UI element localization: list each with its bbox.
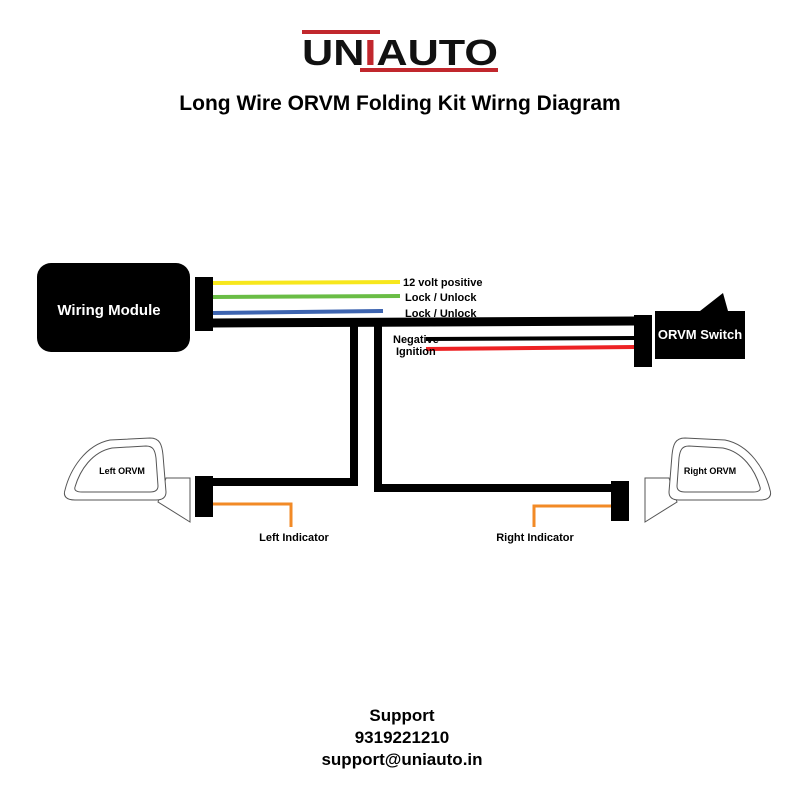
blue-wire <box>212 309 384 315</box>
right-mirror-harness <box>374 323 612 492</box>
right-mirror-connector <box>611 481 629 521</box>
wiring-module <box>37 263 190 352</box>
wiring-module-label: Wiring Module <box>57 302 160 319</box>
green-wire <box>212 294 401 299</box>
left-mirror-harness <box>213 323 358 486</box>
orvm-switch-label: ORVM Switch <box>658 327 742 342</box>
negative-wire <box>425 336 635 341</box>
main-harness <box>212 316 637 328</box>
yellow-wire <box>212 280 401 285</box>
right-indicator-label: Right Indicator <box>496 532 574 544</box>
support-phone[interactable]: 9319221210 <box>355 728 450 747</box>
support-email[interactable]: support@uniauto.in <box>321 750 482 769</box>
label-12v-positive: 12 volt positive <box>403 277 482 289</box>
module-connector <box>195 277 213 331</box>
label-ignition: Ignition <box>396 346 436 358</box>
support-heading: Support <box>369 706 434 725</box>
ignition-wire <box>425 345 635 351</box>
label-negative: Negative <box>393 334 439 346</box>
left-indicator-wire <box>213 502 293 527</box>
left-mirror-connector <box>195 476 213 517</box>
page-title: Long Wire ORVM Folding Kit Wirng Diagram <box>179 92 620 115</box>
left-mirror-label: Left ORVM <box>99 466 145 476</box>
switch-connector <box>634 315 652 367</box>
right-indicator-wire <box>532 504 611 527</box>
right-mirror-label: Right ORVM <box>684 466 736 476</box>
orvm-switch: ORVM Switch <box>655 293 745 359</box>
left-indicator-label: Left Indicator <box>259 532 329 544</box>
label-lock-unlock-1: Lock / Unlock <box>405 292 477 304</box>
left-mirror <box>63 437 191 523</box>
label-lock-unlock-2: Lock / Unlock <box>405 308 477 320</box>
right-mirror <box>644 437 772 523</box>
